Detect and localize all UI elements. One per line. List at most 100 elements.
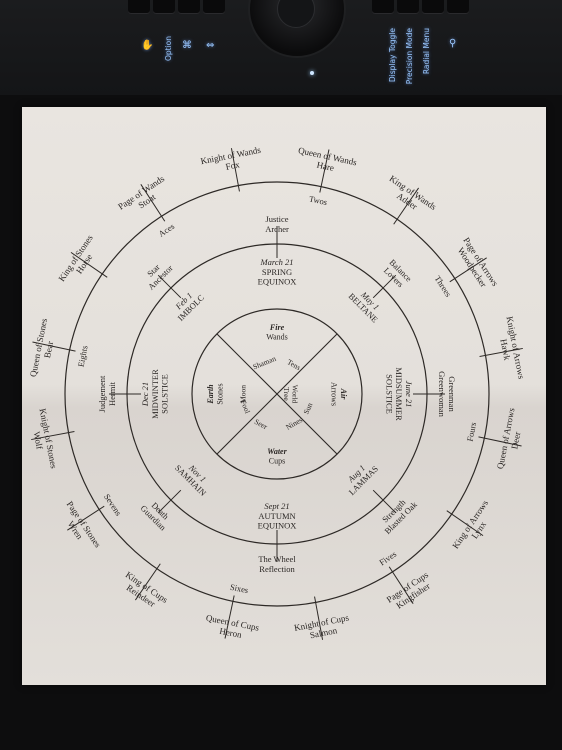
tablet-key <box>447 0 469 14</box>
card-label: Hare <box>316 160 335 173</box>
tablet-key <box>128 0 150 14</box>
wheel-rings <box>31 148 523 640</box>
festival-label: EQUINOX <box>258 277 297 287</box>
inner-label: Fool <box>239 399 253 415</box>
outer-spoke <box>446 510 484 537</box>
inner-label-group: Seer <box>253 417 269 431</box>
inner-label: Shaman <box>251 354 277 371</box>
arrows-icon: ⇔ <box>206 40 215 51</box>
command-icon: ⌘ <box>182 40 192 51</box>
element-label: Cups <box>269 456 285 465</box>
trump-label: Hermit <box>107 381 117 406</box>
festival-label: EQUINOX <box>258 521 297 531</box>
outer-spoke <box>314 596 324 640</box>
tablet-key <box>178 0 200 14</box>
festival-label: AUTUMN <box>258 511 295 521</box>
middle-tick <box>372 287 384 299</box>
trump-label: Reflection <box>259 564 295 574</box>
number-label: Fives <box>377 549 398 568</box>
festival-label: Dec 21 <box>140 382 150 407</box>
inner-label-group: Tens <box>286 357 303 372</box>
outer-spoke <box>134 563 161 601</box>
festival-label: March 21 <box>260 257 294 267</box>
card-label: Fox <box>225 159 241 172</box>
number-label-group: Aces <box>156 221 176 239</box>
trump-label: Greenman <box>447 376 457 412</box>
element-label: Wands <box>266 332 288 341</box>
outer-spoke <box>70 251 108 278</box>
outer-spoke <box>224 595 235 639</box>
middle-tick <box>170 287 182 299</box>
festival-label: Sept 21 <box>264 501 289 511</box>
inner-label-group: Shaman <box>251 354 277 371</box>
number-label-group: Fives <box>377 549 398 568</box>
number-label: Aces <box>156 221 176 239</box>
number-label: Threes <box>433 274 454 299</box>
middle-tick <box>170 489 182 501</box>
festival-label: SPRING <box>262 267 292 277</box>
tablet-key <box>203 0 225 14</box>
number-label: Sixes <box>229 582 249 595</box>
person-icon: ⚲ <box>449 38 457 49</box>
number-label-group: Eights <box>76 345 90 368</box>
number-label-group: Fours <box>465 421 479 442</box>
number-label-group: Twos <box>308 194 328 208</box>
trump-label: Justice <box>265 214 288 224</box>
inner-label: Seer <box>253 417 269 431</box>
number-label-group: Threes <box>433 274 454 299</box>
inner-label-group: Sun <box>301 401 314 416</box>
number-label: Twos <box>308 194 328 208</box>
inner-cross-line <box>216 333 338 455</box>
outer-spoke <box>32 341 76 352</box>
tablet-key <box>372 0 394 14</box>
tablet-key <box>422 0 444 14</box>
outer-spoke <box>230 148 240 192</box>
ring-circle <box>191 308 363 480</box>
number-label: Fours <box>465 421 479 442</box>
status-led <box>310 71 314 75</box>
outer-spoke <box>449 257 487 283</box>
outer-spoke <box>478 436 522 447</box>
hand-icon: ✋ <box>141 40 154 51</box>
inner-label-group: Fool <box>239 399 253 415</box>
card-label: Bear <box>42 340 55 359</box>
outer-spoke <box>319 149 330 193</box>
outer-spoke <box>140 184 166 222</box>
radial-menu-label: Radial Menu <box>422 28 431 75</box>
middle-tick <box>372 489 384 501</box>
middle-tick <box>157 274 172 289</box>
precision-mode-label: Precision Mode <box>405 28 414 85</box>
element-label: Arrows <box>330 382 339 406</box>
center-label: World <box>291 385 300 404</box>
inner-label: Sun <box>301 401 314 416</box>
festival-label: MIDWINTER <box>150 369 160 419</box>
card-label: Heron <box>219 626 243 640</box>
trump-label: Judgement <box>97 375 107 412</box>
card-label: Hawk <box>498 338 512 361</box>
element-label: Water <box>267 447 287 456</box>
festival-label: SOLSTICE <box>160 374 170 414</box>
trump-label: Archer <box>265 224 289 234</box>
outer-spoke <box>67 505 105 531</box>
